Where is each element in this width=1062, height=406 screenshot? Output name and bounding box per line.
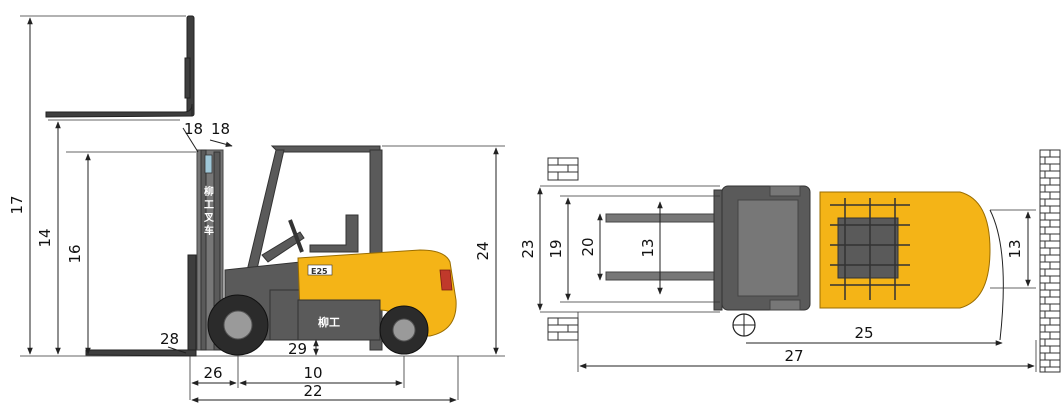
wall-right-icon bbox=[1039, 149, 1061, 373]
dim-25: 25 bbox=[854, 324, 873, 342]
dim-13-rear: 13 bbox=[1006, 239, 1024, 258]
raised-fork-icon bbox=[45, 15, 195, 118]
mast-icon: 柳工叉车 bbox=[85, 149, 224, 357]
turning-arc bbox=[989, 209, 1004, 341]
wall-bottom-left-icon bbox=[547, 317, 579, 341]
cab-icon bbox=[261, 214, 359, 263]
rear-wheel-icon bbox=[379, 305, 429, 355]
mast-text: 柳工叉车 bbox=[203, 185, 215, 237]
dim-14: 14 bbox=[36, 228, 54, 247]
side-view: 柳工叉车 E25 柳工 bbox=[8, 15, 505, 403]
top-body-icon bbox=[721, 185, 991, 311]
dim-24: 24 bbox=[474, 241, 492, 260]
dim-17: 17 bbox=[8, 195, 26, 214]
top-forks-icon bbox=[605, 189, 723, 311]
dim-27: 27 bbox=[784, 347, 803, 365]
wall-top-left-icon bbox=[547, 157, 579, 181]
dim-18-backward: 18 bbox=[211, 120, 230, 138]
dim-26: 26 bbox=[203, 364, 222, 382]
model-badge: E25 bbox=[311, 267, 328, 276]
dim-22: 22 bbox=[303, 382, 322, 400]
dim-16: 16 bbox=[66, 244, 84, 263]
dim-29: 29 bbox=[288, 340, 307, 358]
dim-28: 28 bbox=[160, 330, 179, 348]
brand-logo: 柳工 bbox=[318, 315, 340, 329]
top-view: 23 19 20 13 13 25 27 bbox=[519, 149, 1061, 373]
dim-20: 20 bbox=[579, 237, 597, 256]
dim-19: 19 bbox=[547, 239, 565, 258]
front-wheel-icon bbox=[207, 294, 269, 356]
dim-13-forks: 13 bbox=[639, 238, 657, 257]
dim-23: 23 bbox=[519, 239, 537, 258]
dim-18-forward: 18 bbox=[184, 120, 203, 138]
dim-10: 10 bbox=[303, 364, 322, 382]
